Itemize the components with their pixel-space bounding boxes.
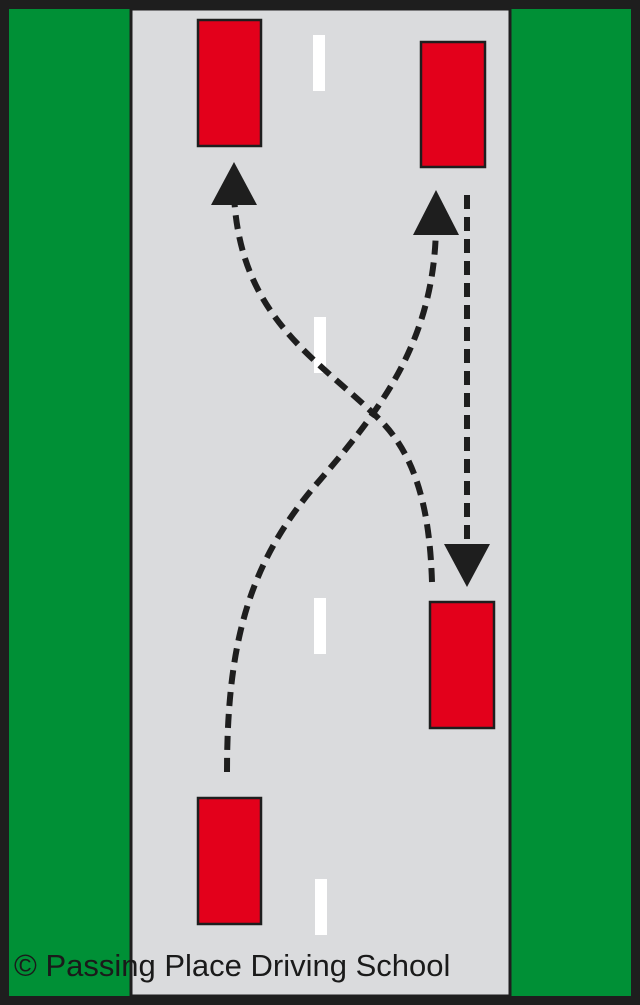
path-bottom-car-to-right: [224, 221, 439, 773]
lane-marking: [314, 598, 326, 654]
cars: [196, 18, 496, 926]
lane-marking: [314, 317, 326, 373]
centre-line: [313, 35, 327, 935]
arrowhead-up-right: [413, 190, 459, 235]
road-surface: [129, 7, 512, 998]
path-passing-place-to-left: [231, 194, 435, 583]
car-top-right: [419, 40, 487, 169]
lane-marking: [313, 35, 325, 91]
arrowhead-up-left: [211, 162, 257, 205]
car-passing-place: [428, 600, 496, 730]
car-top-left: [196, 18, 263, 148]
car-bottom-left: [196, 796, 263, 926]
arrowhead-down: [444, 544, 490, 587]
paths: [224, 194, 470, 773]
arrowheads: [211, 162, 490, 587]
left-verge: [9, 9, 131, 996]
lane-marking: [315, 879, 327, 935]
copyright-caption: © Passing Place Driving School: [14, 948, 451, 983]
right-verge: [510, 9, 631, 996]
